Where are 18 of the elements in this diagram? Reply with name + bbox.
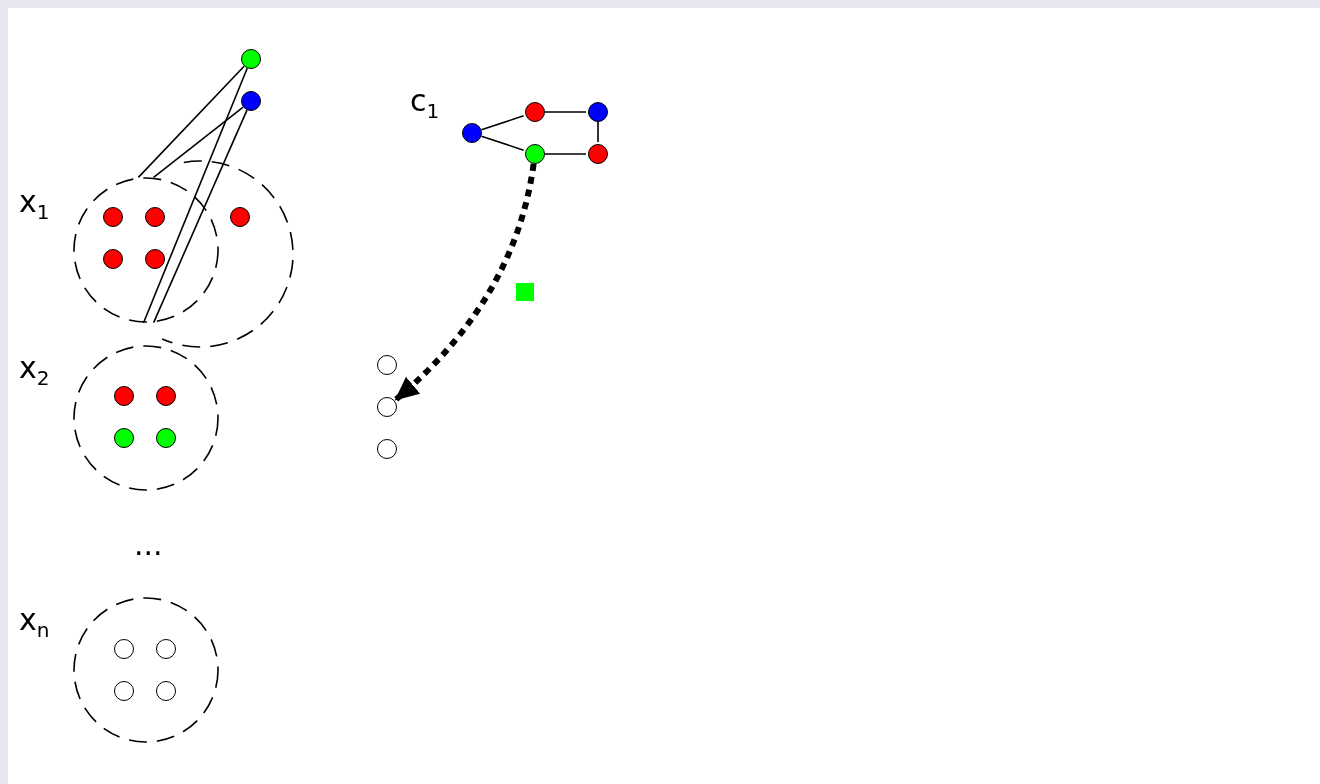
line — [142, 67, 249, 324]
set-label: x$_{n}$ — [19, 605, 50, 640]
line — [597, 121, 599, 143]
dotted-arrow — [394, 163, 537, 402]
line — [137, 65, 245, 179]
line — [544, 153, 587, 155]
dashed-circle — [19, 345, 219, 491]
dashed-circle — [19, 177, 219, 323]
text-label: c$_{1}$ — [410, 86, 440, 121]
line — [544, 111, 587, 113]
line — [152, 109, 248, 324]
line — [480, 115, 525, 131]
set-label: x$_{2}$ — [19, 353, 50, 388]
line — [480, 135, 525, 151]
dashed-circle — [19, 597, 219, 743]
set-label: x$_{1}$ — [19, 187, 50, 222]
line — [152, 106, 244, 179]
text-label: ... — [134, 530, 163, 560]
